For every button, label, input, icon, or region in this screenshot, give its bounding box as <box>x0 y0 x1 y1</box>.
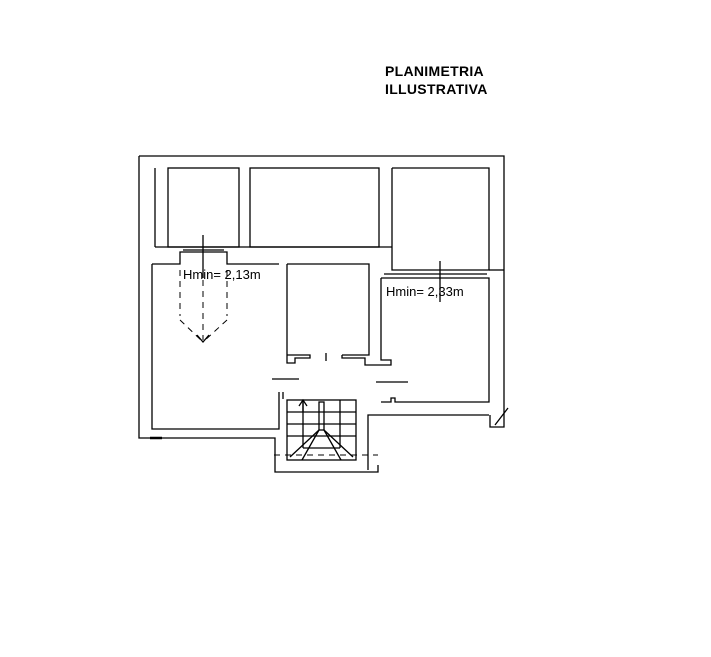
slope-arrows <box>179 235 441 343</box>
staircase <box>274 398 378 461</box>
hmin-left-label: Hmin= 2,13m <box>183 267 261 282</box>
arrow-down-icon <box>196 334 210 343</box>
stair-arrow-icon <box>298 398 308 407</box>
inner-walls <box>151 167 504 470</box>
room-storage-2 <box>249 167 380 248</box>
room-storage-3 <box>391 167 490 271</box>
title-line-1: PLANIMETRIA <box>385 63 484 79</box>
title-line-2: ILLUSTRATIVA <box>385 81 488 97</box>
hmin-right-label: Hmin= 2,33m <box>386 284 464 299</box>
